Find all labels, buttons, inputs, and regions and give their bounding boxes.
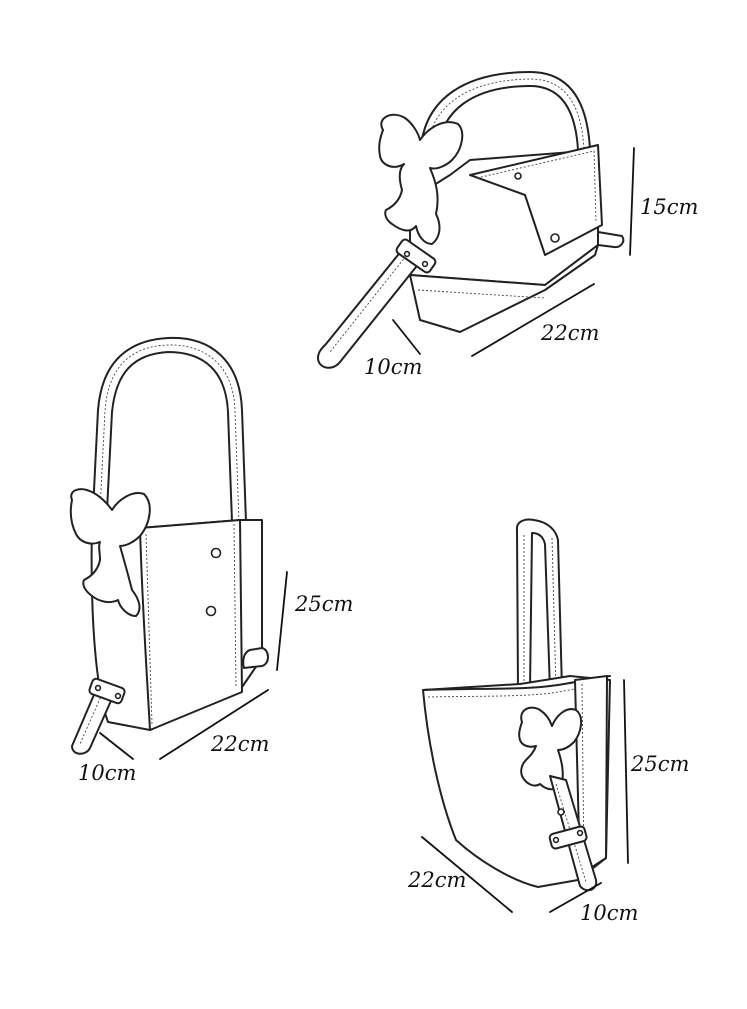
height-dimension-line — [623, 679, 629, 864]
rivet — [205, 605, 217, 617]
rivet — [550, 233, 560, 243]
width-label: 22cm — [210, 732, 269, 756]
depth-dimension-line — [392, 319, 421, 355]
bag-strap — [71, 689, 115, 755]
width-dimension-line — [421, 836, 513, 913]
height-label: 25cm — [630, 752, 689, 776]
depth-label: 10cm — [580, 901, 638, 925]
width-dimension-line — [159, 689, 269, 760]
rivet — [210, 547, 222, 559]
depth-dimension-line — [99, 732, 134, 760]
width-label: 22cm — [540, 321, 599, 345]
width-label: 22cm — [407, 868, 466, 892]
width-dimension-line — [471, 283, 595, 357]
side-tab — [242, 647, 269, 669]
bag-front-flap — [469, 144, 603, 256]
bag-front-flap — [139, 519, 243, 731]
rivet — [514, 172, 522, 180]
height-label: 25cm — [294, 592, 353, 616]
height-label: 15cm — [640, 195, 698, 219]
bag-handle — [91, 336, 247, 531]
depth-dimension-line — [549, 882, 602, 913]
bow-ornament — [378, 113, 464, 245]
height-dimension-line — [276, 571, 288, 671]
side-panel — [574, 675, 608, 876]
side-tab — [597, 231, 625, 249]
bow-ornament — [69, 488, 151, 617]
bag-view-tall-side: 25cm 22cm 10cm — [407, 518, 689, 925]
bag-handle — [515, 518, 563, 691]
bag-strap — [317, 249, 421, 369]
height-dimension-line — [629, 147, 635, 256]
bag-view-short: 15cm 22cm 10cm — [317, 71, 698, 379]
depth-label: 10cm — [364, 355, 422, 379]
bag-view-tall-front: 25cm 22cm 10cm — [69, 336, 353, 785]
depth-label: 10cm — [78, 761, 136, 785]
